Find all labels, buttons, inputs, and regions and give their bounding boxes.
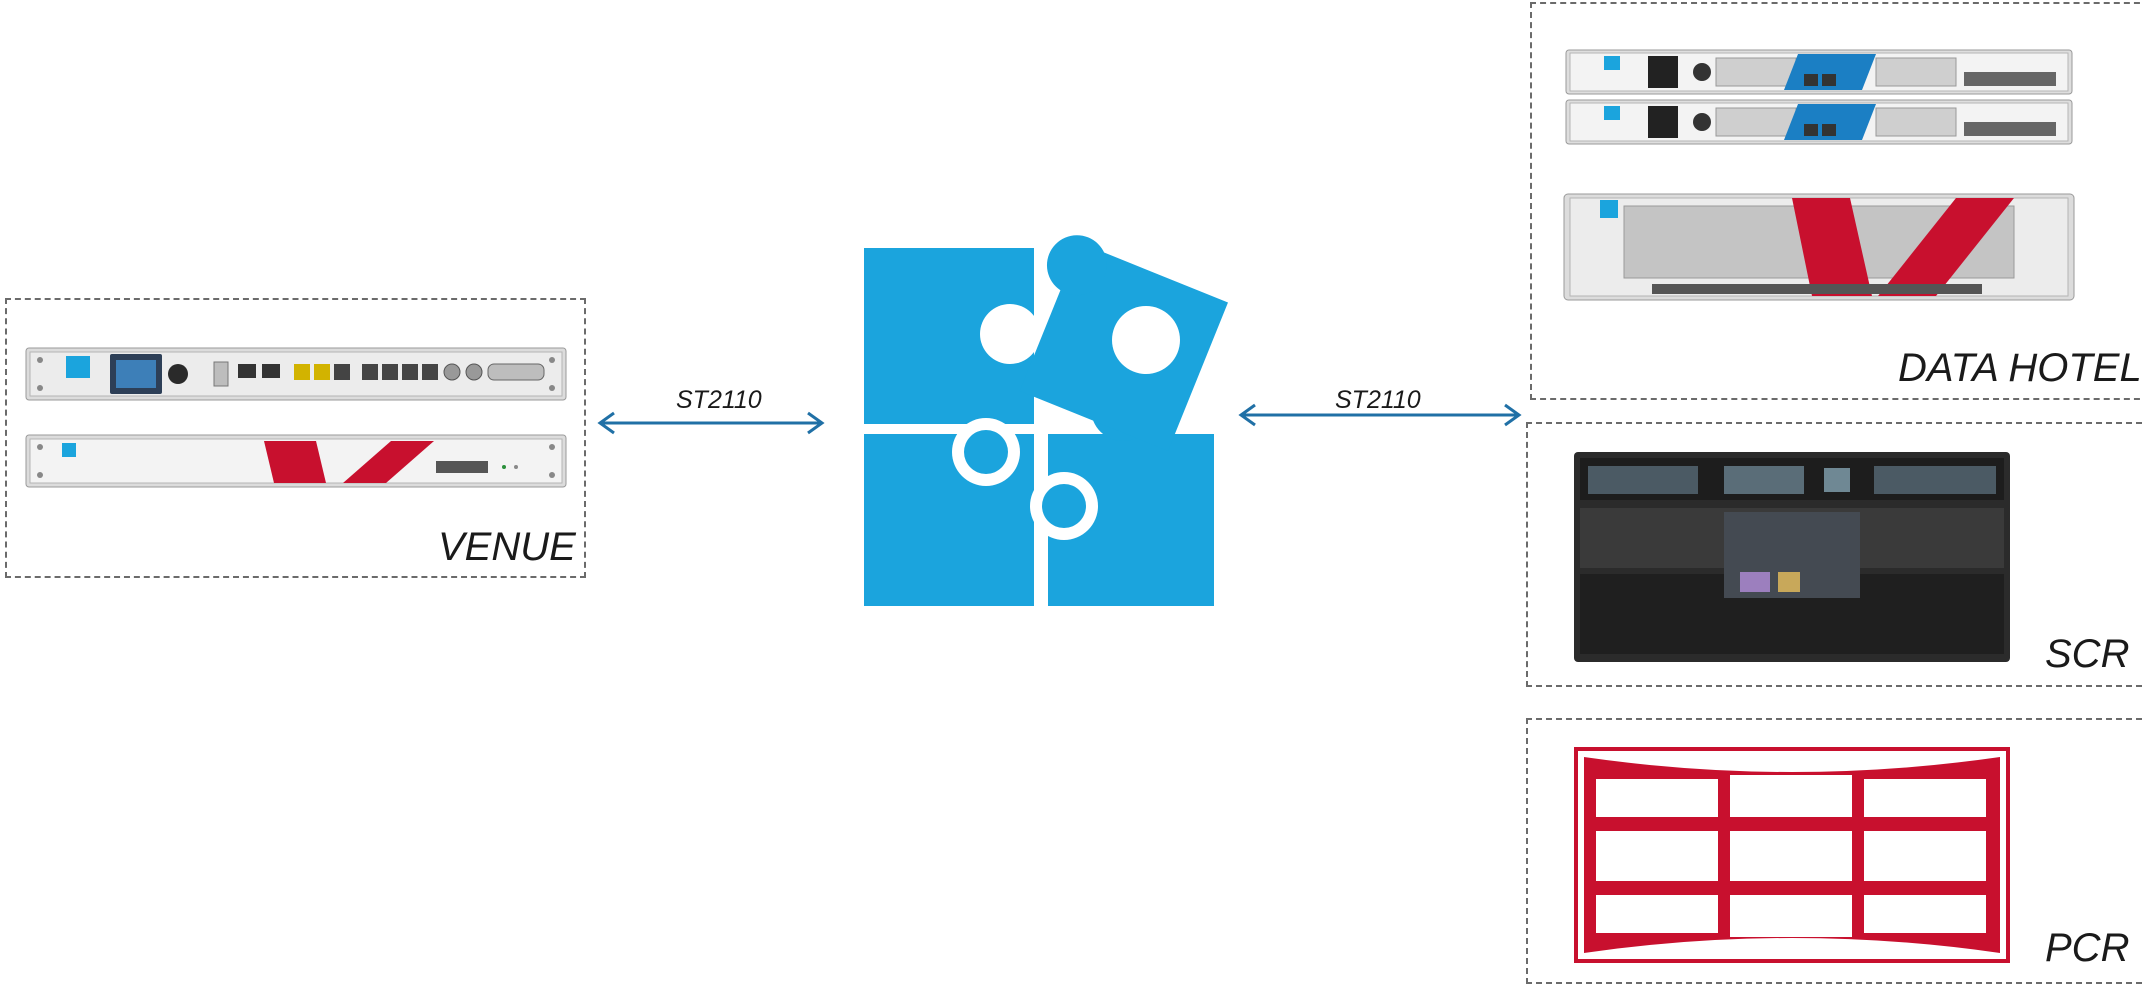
pcr-zone: [1526, 718, 2143, 984]
pcr-multiviewer-icon: [1574, 747, 2010, 963]
scr-label: SCR: [2045, 632, 2130, 676]
puzzle-pieces-icon: [864, 235, 1228, 606]
data-hotel-zone: [1530, 2, 2143, 400]
data-hotel-core-unit-2: [1565, 99, 2073, 145]
data-hotel-core-unit-1: [1565, 49, 2073, 95]
right-st2110-link-arrow: [1238, 403, 1522, 427]
venue-zone: [5, 298, 586, 578]
venue-video-rack-unit: [25, 434, 567, 488]
venue-io-rack-unit: [25, 347, 567, 401]
venue-label: VENUE: [438, 525, 576, 569]
right-link-label: ST2110: [1335, 386, 1421, 414]
data-hotel-label: DATA HOTEL: [1898, 346, 2142, 390]
left-st2110-link-arrow: [597, 411, 825, 435]
data-hotel-video-server-unit: [1563, 193, 2075, 301]
pcr-label: PCR: [2045, 926, 2130, 970]
left-link-label: ST2110: [676, 386, 762, 414]
scr-zone: [1526, 422, 2143, 687]
scr-mixing-console: [1574, 452, 2010, 662]
